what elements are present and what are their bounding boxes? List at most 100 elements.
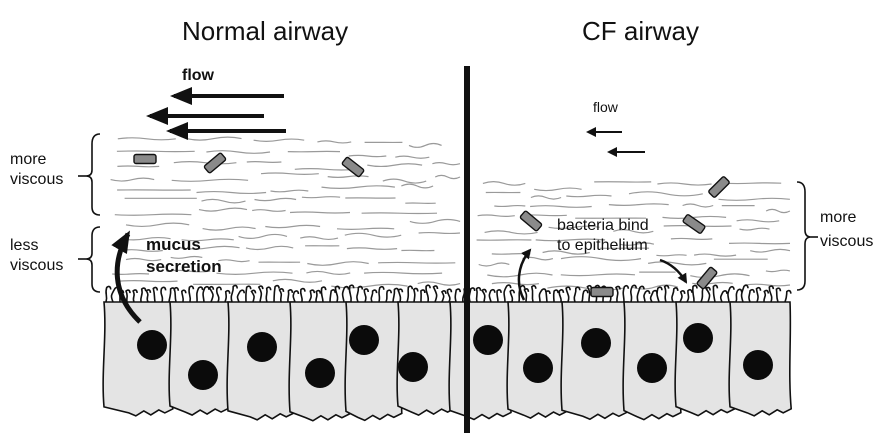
mucus-strand	[302, 197, 340, 198]
mucus-strand	[337, 228, 394, 229]
mucus-layer-cf	[477, 182, 790, 291]
cilium	[309, 290, 314, 302]
cf-flow-label: flow	[593, 99, 619, 115]
mucus-strand	[307, 262, 368, 266]
mucus-strand	[435, 175, 460, 178]
mucus-strand	[246, 246, 293, 249]
mucus-strand	[656, 255, 686, 256]
mucus-strand	[534, 188, 581, 191]
mucus-strand	[419, 233, 460, 234]
cilium	[687, 290, 692, 302]
mucus-strand	[174, 162, 237, 164]
cell-nucleus	[247, 332, 277, 362]
mucus-strand	[410, 220, 460, 224]
cilium	[623, 286, 628, 302]
cell-nucleus	[581, 328, 611, 358]
cilium	[769, 286, 773, 302]
mucus-strand	[202, 199, 246, 203]
cilium	[680, 291, 685, 302]
mucus-strand	[409, 144, 442, 148]
mucus-strand	[523, 257, 553, 260]
mucus-strand	[632, 285, 678, 289]
cilium	[301, 289, 305, 302]
mucus-strand	[111, 178, 155, 181]
mucus-strand	[530, 206, 592, 208]
cell-nucleus	[683, 323, 713, 353]
mucus-strand	[186, 137, 241, 140]
cilium	[447, 289, 451, 302]
less-viscous-label-2: viscous	[10, 257, 63, 274]
mucus-strand	[483, 182, 525, 186]
cilium	[126, 290, 130, 302]
cilium	[539, 289, 546, 302]
mucus-strand	[492, 254, 531, 255]
mucus-strand	[690, 274, 749, 278]
epithelial-cell	[561, 302, 629, 419]
mucus-strand	[261, 173, 319, 174]
mucus-strand	[271, 190, 309, 192]
cilium	[364, 289, 368, 302]
mucus-strand	[683, 204, 714, 207]
mucus-strand	[737, 220, 780, 222]
mucus-strand	[629, 192, 703, 196]
mucus-strand	[255, 198, 297, 200]
mucus-strand	[657, 183, 711, 185]
mucus-strand	[328, 176, 369, 178]
cilium	[237, 290, 244, 302]
cilium	[749, 290, 754, 302]
mucus-strand	[115, 214, 192, 215]
mucus-strand	[349, 155, 387, 156]
mucus-strand	[364, 272, 442, 273]
cilium	[335, 286, 339, 302]
cilium	[231, 285, 237, 302]
mucus-strand	[723, 183, 781, 184]
mucus-strand	[418, 282, 460, 285]
cilium	[504, 285, 511, 302]
mucus-strand	[218, 260, 249, 262]
cilium	[246, 286, 251, 302]
cilium	[414, 288, 418, 302]
bacteria-bind-arrow	[660, 260, 686, 282]
mucus-strand	[273, 279, 322, 282]
cilium	[426, 285, 430, 302]
mucus-strand	[203, 227, 256, 230]
mucus-strand	[367, 164, 422, 167]
cilium	[106, 286, 111, 302]
mucus-strand	[117, 151, 195, 152]
mucus-strand	[766, 270, 790, 271]
mucus-strand	[300, 237, 338, 240]
mucus-strand	[117, 166, 159, 167]
cilium	[469, 288, 474, 302]
cilium	[197, 287, 203, 302]
cilium	[651, 291, 658, 302]
mucus-strand	[119, 281, 177, 282]
mucus-strand	[671, 238, 712, 239]
cilium	[524, 289, 528, 302]
mucus-strand	[265, 225, 320, 227]
cilium	[274, 286, 279, 302]
cilium	[209, 287, 213, 302]
mucus-strand	[479, 263, 510, 266]
cf-airway-title: CF airway	[582, 16, 699, 46]
more-viscous-label-left-2: viscous	[10, 171, 63, 188]
bacterium	[708, 176, 730, 198]
mucus-strand	[322, 186, 395, 189]
cell-nucleus	[188, 360, 218, 390]
mucus-strand	[740, 228, 770, 230]
cilium	[203, 287, 209, 302]
mucus-strand	[494, 206, 525, 207]
cilium	[559, 290, 563, 302]
mucus-strand	[362, 213, 437, 214]
cilium	[421, 290, 425, 302]
mucus-strand	[401, 184, 433, 188]
cilium	[293, 291, 298, 302]
mucus-strand	[331, 284, 407, 287]
cell-nucleus	[398, 352, 428, 382]
cell-nucleus	[349, 325, 379, 355]
bacteria-bind-label-2: to epithelium	[557, 237, 648, 254]
cilium	[757, 288, 761, 302]
more-viscous-label-right-1: more	[820, 209, 857, 226]
cilium	[266, 287, 271, 302]
cilium	[371, 290, 376, 302]
mucus-strand	[478, 215, 515, 216]
